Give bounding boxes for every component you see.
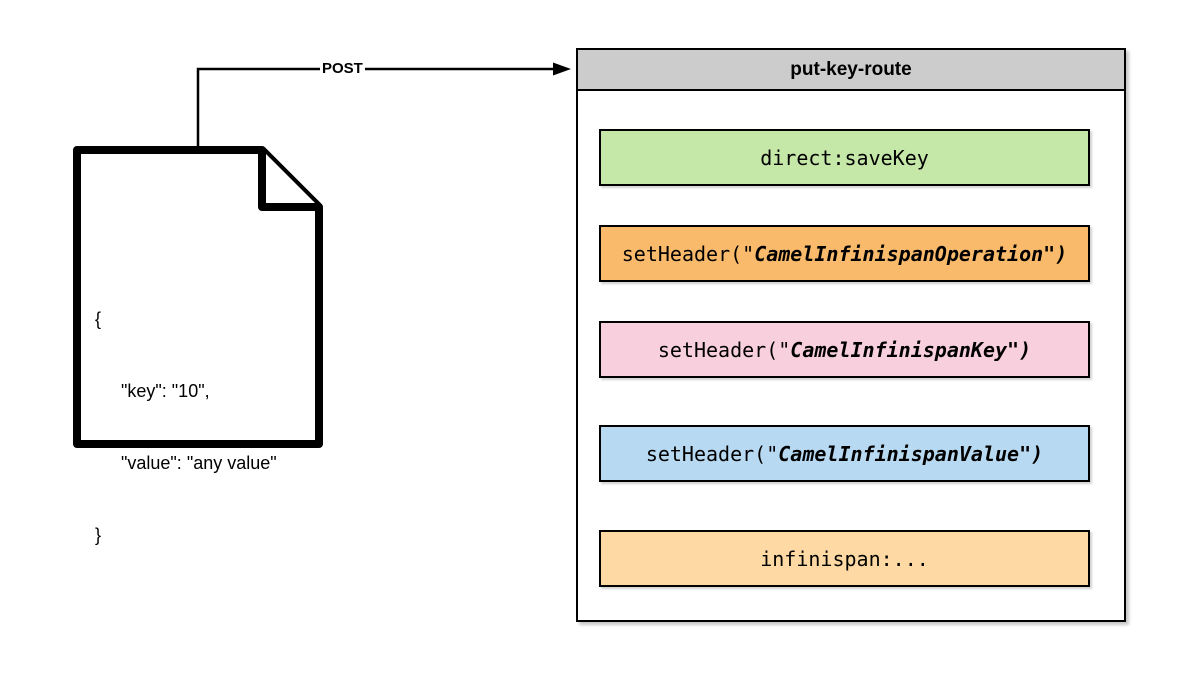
route-step-direct-savekey: direct:saveKey	[599, 129, 1090, 186]
step-text-suffix: ")	[1007, 337, 1032, 362]
route-title-bar: put-key-route	[578, 50, 1124, 91]
route-step-set-header-key: setHeader("CamelInfinispanKey")	[599, 321, 1090, 378]
json-line-open-brace: {	[95, 309, 102, 329]
document-json-body: { "key": "10", "value": "any value" }	[95, 259, 277, 595]
step-text-emphasis: CamelInfinispanOperation	[754, 241, 1044, 266]
route-step-infinispan-endpoint: infinispan:...	[599, 530, 1090, 587]
json-line-close-brace: }	[95, 525, 102, 545]
json-line-value: "value": "any value"	[121, 453, 277, 473]
step-text-suffix: ")	[1043, 241, 1068, 266]
post-arrowhead	[553, 62, 571, 76]
step-text: setHeader("	[645, 441, 779, 466]
json-line-key: "key": "10",	[121, 381, 210, 401]
route-step-set-header-operation: setHeader("CamelInfinispanOperation")	[599, 225, 1090, 282]
post-label: POST	[320, 60, 365, 77]
document-fold-corner	[258, 150, 319, 211]
step-text: setHeader("	[657, 337, 791, 362]
step-text-emphasis: CamelInfinispanValue	[778, 441, 1020, 466]
step-text-suffix: ")	[1019, 441, 1044, 466]
step-text-emphasis: CamelInfinispanKey	[790, 337, 1008, 362]
post-arrow	[196, 62, 571, 147]
step-text: infinispan:...	[760, 546, 929, 571]
step-text: setHeader("	[621, 241, 755, 266]
step-text: direct:saveKey	[760, 145, 929, 170]
put-key-route-container: put-key-route direct:saveKey setHeader("…	[576, 48, 1126, 622]
route-step-set-header-value: setHeader("CamelInfinispanValue")	[599, 425, 1090, 482]
